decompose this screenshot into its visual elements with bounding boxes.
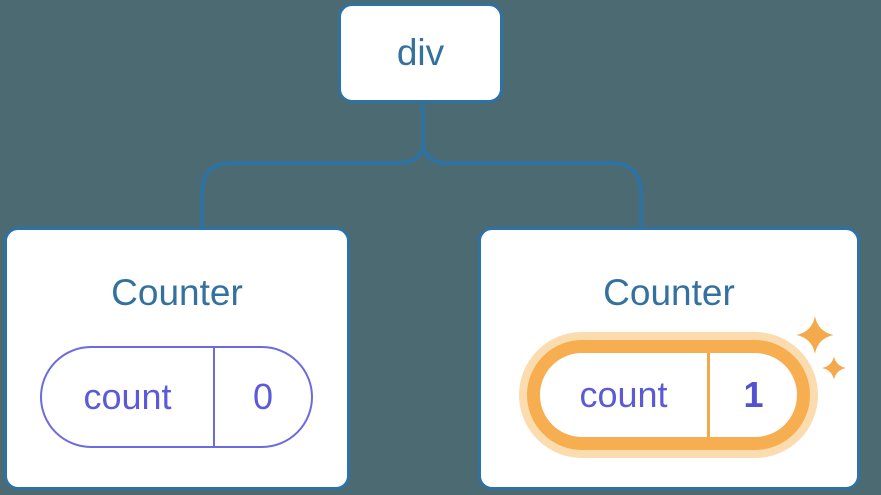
root-node-div: div [338, 3, 503, 103]
sparkle-small-icon [822, 356, 846, 380]
sparkle-icon [796, 316, 846, 380]
pill-divider [707, 353, 710, 437]
state-pill-count-0: count 0 [40, 346, 313, 448]
counter-card-left: Counter count 0 [4, 227, 350, 490]
counter-card-right: Counter count 1 [478, 227, 860, 490]
root-node-label: div [396, 32, 445, 73]
pill-divider [213, 348, 215, 446]
sparkle-large-icon [796, 316, 834, 354]
counter-card-right-title: Counter [603, 272, 735, 313]
counter-card-left-title: Counter [111, 272, 243, 313]
state-key-label: count [579, 374, 668, 415]
connector-left-branch [200, 104, 425, 227]
state-value-label: 0 [252, 376, 274, 417]
connector-right-branch [421, 104, 643, 227]
state-key-label: count [83, 376, 172, 417]
state-pill-count-1-highlighted: count 1 [527, 340, 810, 450]
state-value-label: 1 [743, 374, 764, 415]
